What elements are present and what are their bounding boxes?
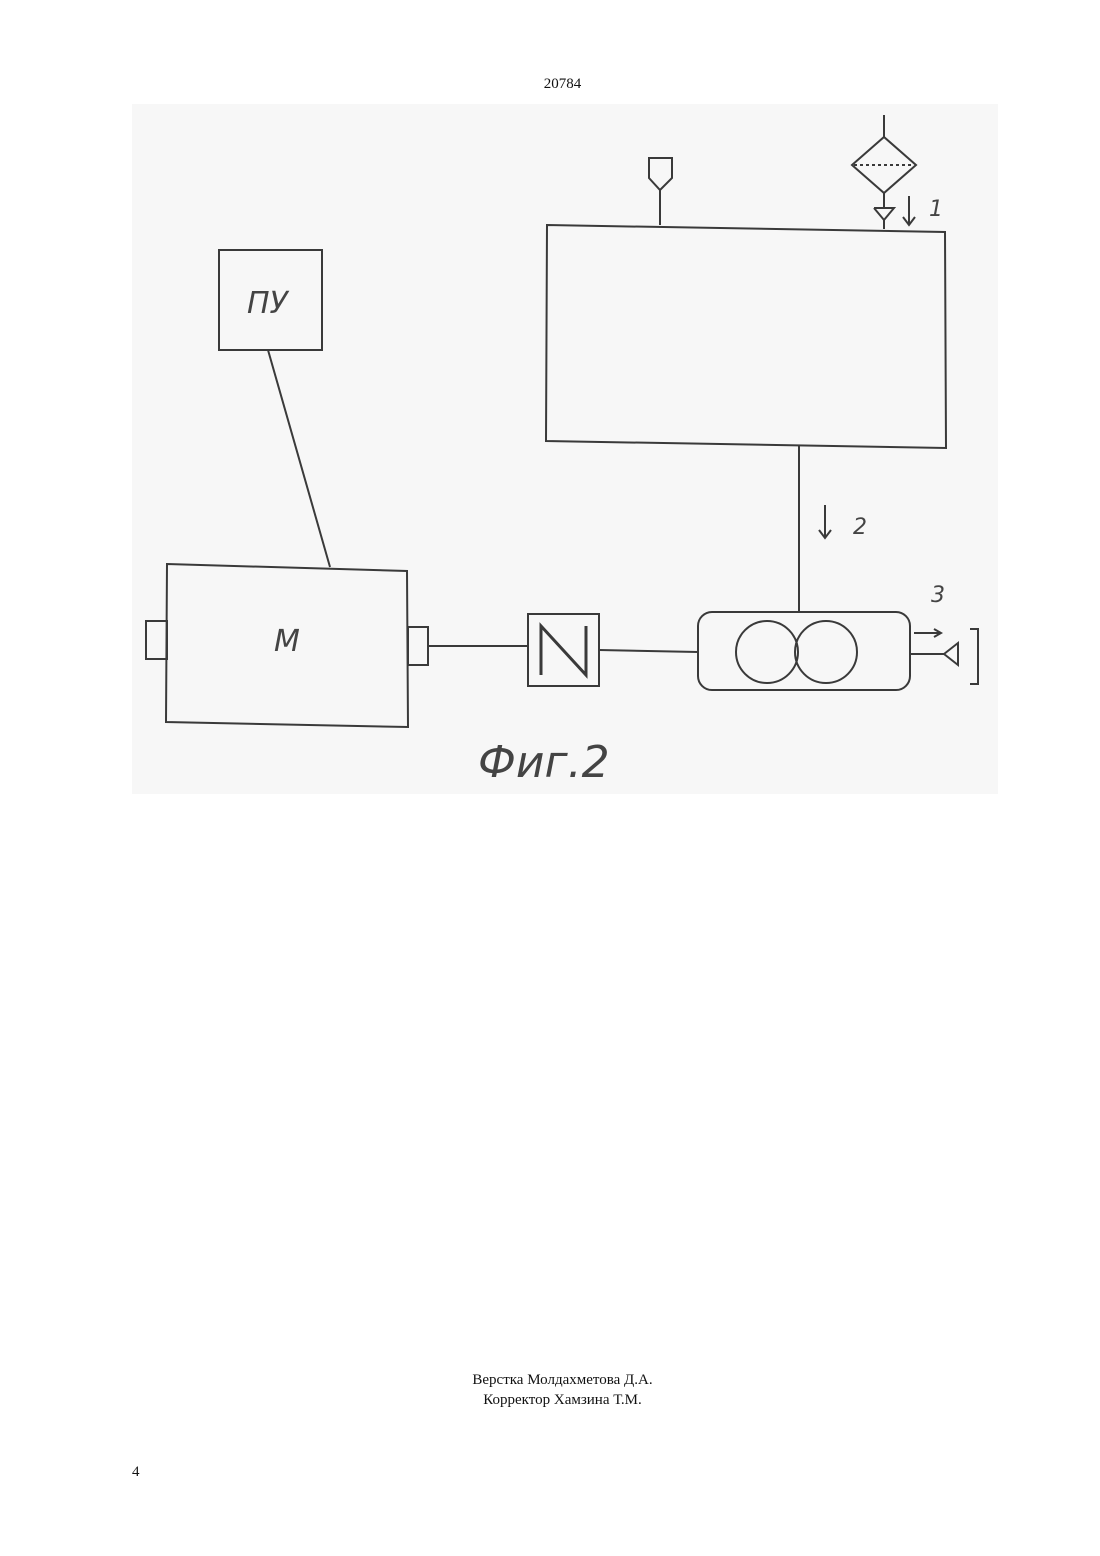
pump-body — [698, 612, 910, 690]
proof-credit: Корректор Хамзина Т.М. — [0, 1390, 1100, 1410]
callout-2: 2 — [853, 515, 867, 540]
pump-gear-right — [795, 621, 857, 683]
page-number: 4 — [132, 1464, 140, 1481]
callout-3: 3 — [931, 583, 945, 608]
figure-caption: Фиг.2 — [478, 737, 610, 788]
motor-left-stub — [146, 621, 167, 659]
tank-box — [546, 225, 946, 448]
shaft-line-2 — [599, 650, 698, 652]
outlet-bracket — [970, 629, 978, 684]
converter-symbol-icon — [541, 626, 586, 675]
motor-label: М — [274, 624, 300, 659]
layout-credit: Верстка Молдахметова Д.А. — [0, 1370, 1100, 1390]
callout-1: 1 — [929, 197, 943, 222]
outlet-nozzle-icon — [944, 643, 958, 665]
schematic-figure: ПУ М 1 2 3 Фиг.2 — [0, 0, 1100, 900]
motor-right-shaft — [408, 627, 428, 665]
control-line — [268, 350, 330, 567]
breather-icon — [649, 158, 672, 190]
control-unit-label: ПУ — [247, 286, 290, 321]
inlet-valve-icon — [874, 208, 894, 220]
credits-block: Верстка Молдахметова Д.А. Корректор Хамз… — [0, 1370, 1100, 1410]
pump-gear-left — [736, 621, 798, 683]
